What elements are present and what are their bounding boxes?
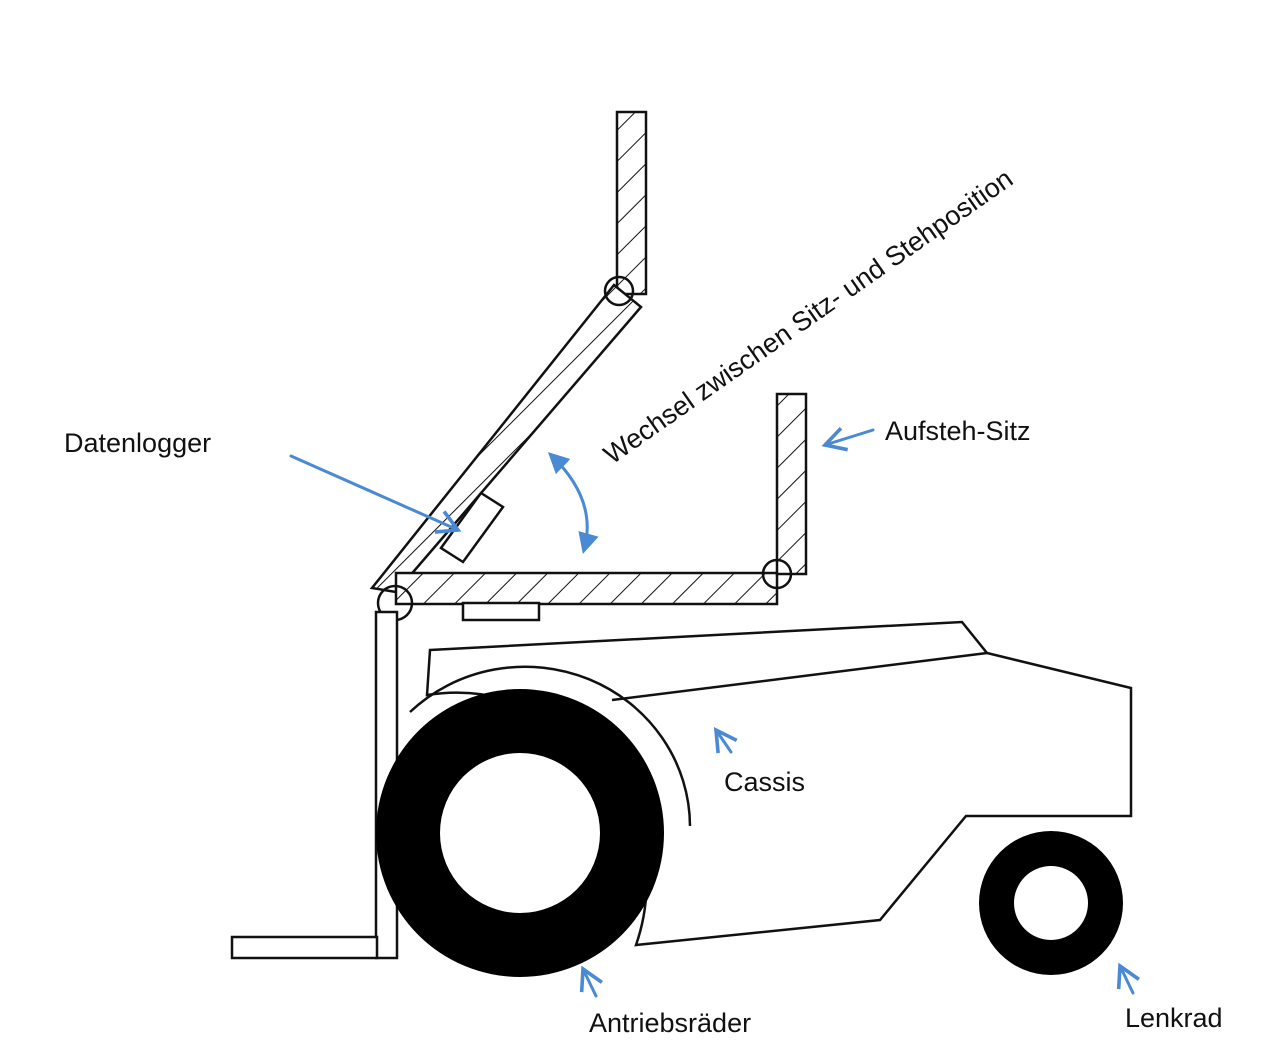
cassis-arrow — [713, 726, 738, 754]
label-antriebsraeder: Antriebsräder — [589, 1008, 751, 1038]
label-lenkrad: Lenkrad — [1125, 1003, 1223, 1033]
aufsteh-sitz-arrow — [821, 426, 875, 452]
datenlogger-arrow — [289, 454, 462, 534]
footrest — [230, 935, 379, 960]
joint-seat-right — [761, 558, 793, 590]
antriebsraeder-arrow — [579, 965, 603, 998]
steering-wheel-hub — [1014, 866, 1088, 940]
label-datenlogger: Datenlogger — [64, 428, 211, 458]
seat-back-post — [775, 392, 808, 576]
position-change-arrow — [547, 452, 599, 555]
drive-wheel-hub — [440, 753, 600, 913]
inclined-backrest — [369, 283, 643, 594]
chassis-inner-line — [611, 651, 988, 702]
joint-upper — [603, 275, 635, 307]
upper-backrest — [615, 110, 648, 296]
under-seat-box — [461, 601, 541, 622]
seat-plate — [394, 571, 779, 606]
lenkrad-arrow — [1116, 962, 1140, 995]
fender-line — [409, 665, 692, 827]
label-cassis: Cassis — [724, 767, 805, 797]
label-aufsteh-sitz: Aufsteh-Sitz — [885, 416, 1031, 446]
